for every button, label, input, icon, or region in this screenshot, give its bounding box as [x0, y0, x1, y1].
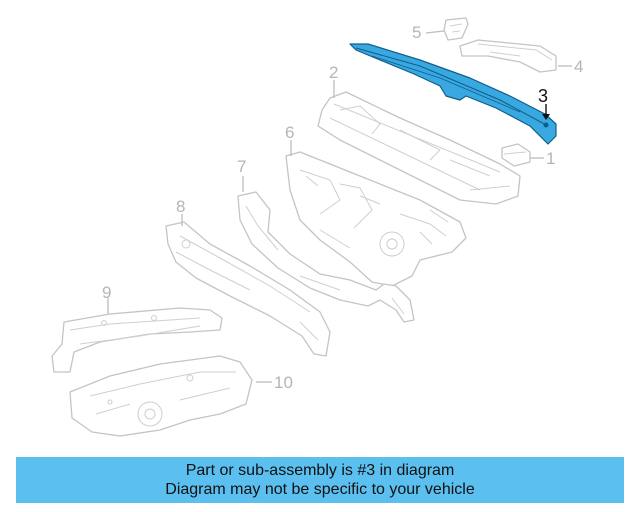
callout-5: 5: [412, 23, 421, 42]
part-6: [285, 151, 467, 287]
part-1: [317, 91, 521, 205]
part-3-highlighted: [349, 43, 557, 145]
part-10: [69, 355, 253, 437]
callout-10: 10: [274, 373, 293, 392]
part-8: [165, 221, 331, 357]
banner-line-2: Diagram may not be specific to your vehi…: [165, 481, 475, 498]
callout-2: 1: [546, 149, 555, 168]
parts-diagram: 5 4 3 1 2 6 7: [51, 17, 583, 437]
leader-5: [425, 30, 445, 34]
callout-4: 4: [574, 57, 583, 76]
callout-1: 2: [329, 63, 338, 82]
part-2: [501, 143, 531, 167]
callout-7: 7: [237, 157, 246, 176]
info-banner: Part or sub-assembly is #3 in diagram Di…: [16, 457, 624, 503]
banner-line-1: Part or sub-assembly is #3 in diagram: [185, 462, 455, 479]
callout-3: 3: [538, 86, 548, 106]
part-5: [443, 17, 469, 41]
part-4: [459, 39, 557, 73]
callout-6: 6: [285, 123, 294, 142]
part-7: [237, 191, 415, 323]
callout-8: 8: [176, 197, 185, 216]
leader-3-arrow: [542, 114, 550, 120]
callout-9: 9: [102, 283, 111, 302]
part-9: [51, 307, 223, 373]
